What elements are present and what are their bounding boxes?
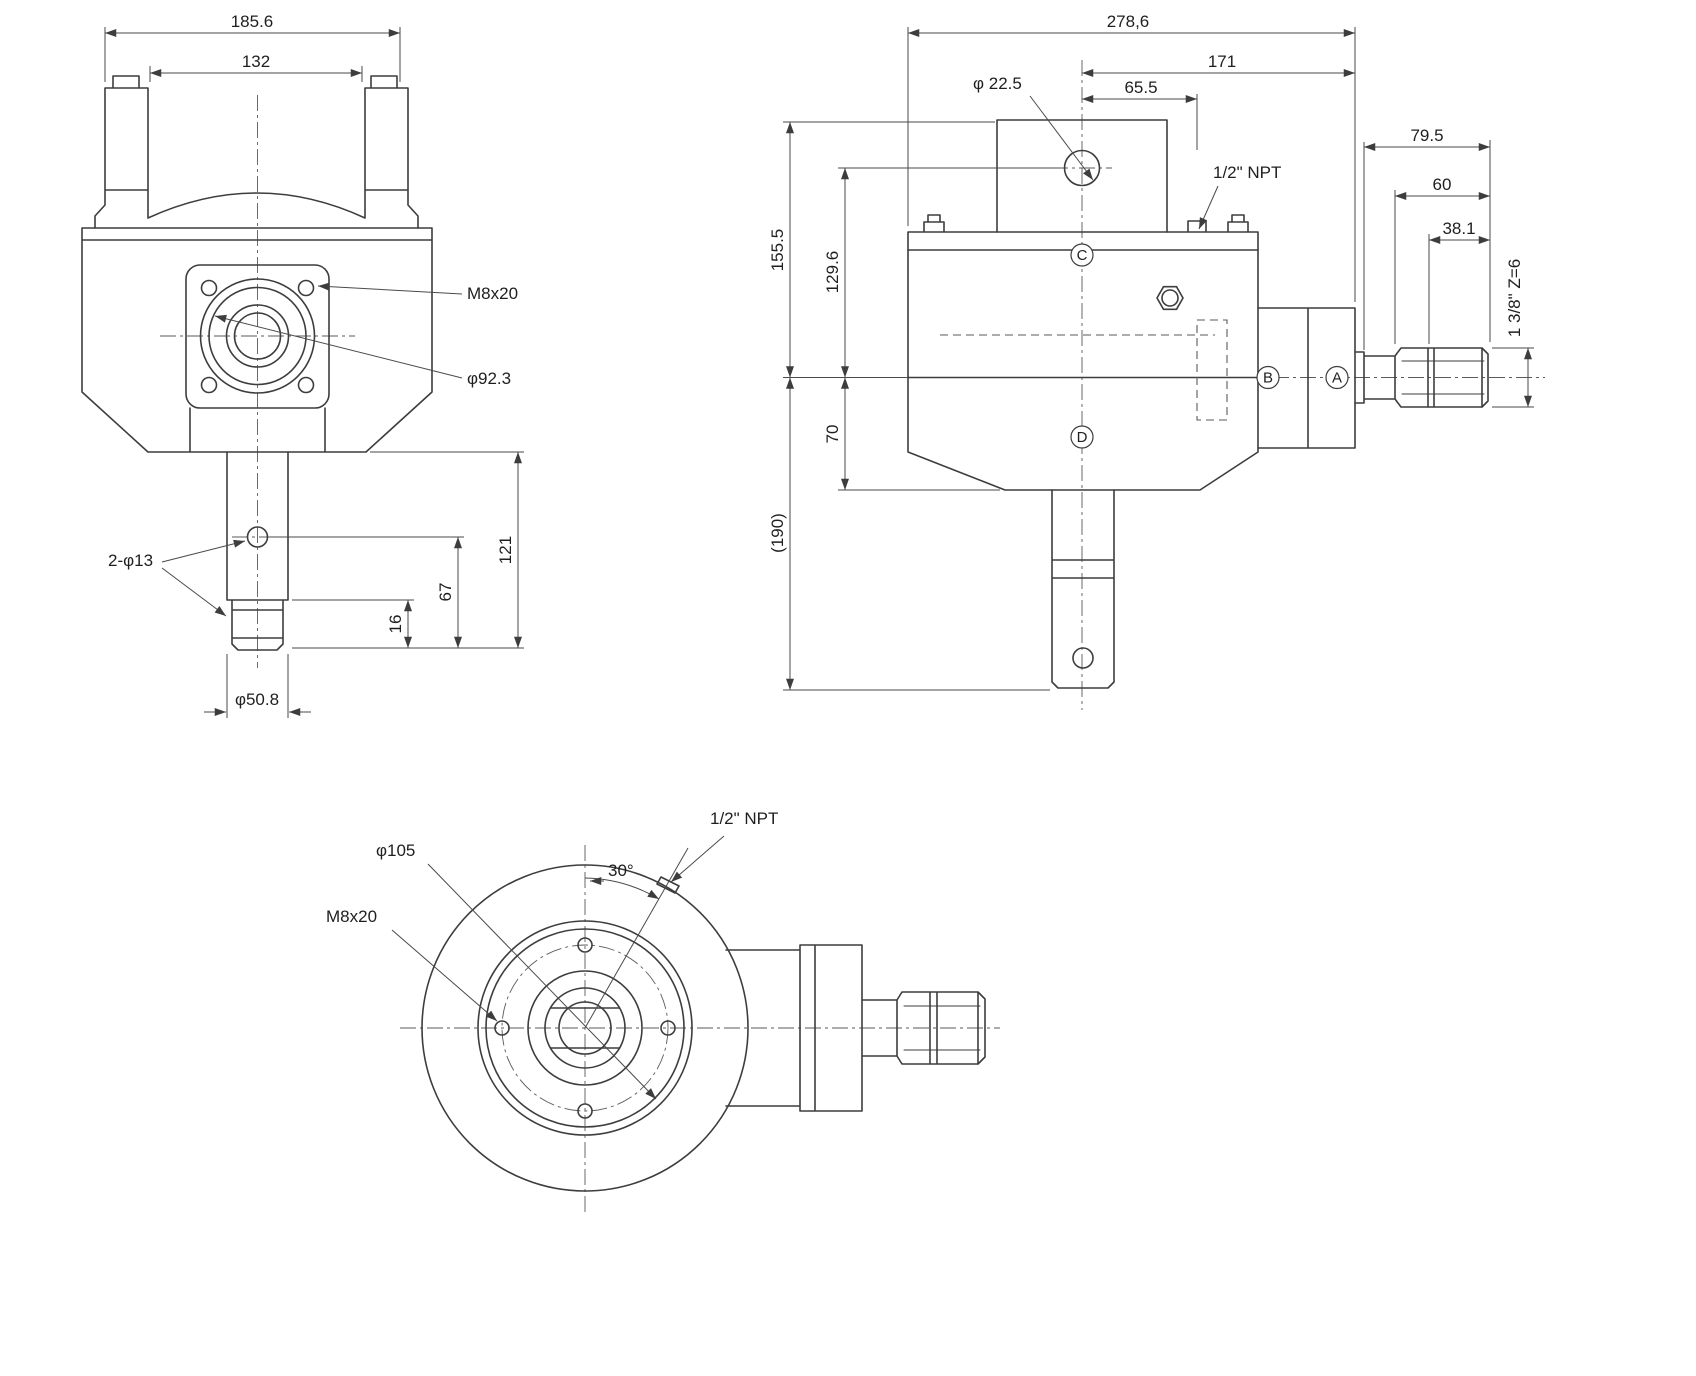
dim-side-155-5: 155.5 (768, 229, 787, 272)
front-flange (185, 264, 330, 409)
front-view: 185.6 132 M8x20 φ92.3 2-φ13 121 67 16 φ5… (81, 12, 524, 718)
bottom-spline-root-lines (903, 1005, 981, 1051)
side-view: C D B A 278,6 171 65.5 φ 22 (768, 12, 1545, 710)
point-label-c: C (1077, 247, 1088, 264)
front-bolt-hole (200, 279, 218, 297)
front-shaft-cross-hole (246, 526, 269, 548)
bottom-geometry (421, 864, 986, 1192)
front-hub-circles (199, 278, 316, 394)
bottom-bolt-hole (494, 1020, 510, 1036)
label-bottom-bolt: M8x20 (326, 907, 377, 926)
side-top-hole (1063, 149, 1101, 187)
side-body (907, 249, 1259, 491)
dim-front-overall-width: 185.6 (231, 12, 274, 31)
front-geometry (81, 75, 433, 651)
label-front-holes: 2-φ13 (108, 551, 153, 570)
side-input-housing (996, 119, 1168, 233)
dim-front-spline-length: 16 (386, 615, 405, 634)
point-marker-d (1070, 425, 1094, 449)
label-bottom-flange-dia: φ105 (376, 841, 415, 860)
front-centerlines (160, 95, 355, 668)
dim-side-65-5: 65.5 (1124, 78, 1157, 97)
dim-side-171: 171 (1208, 52, 1236, 71)
label-front-flange-dia: φ92.3 (467, 369, 511, 388)
point-marker-c (1070, 243, 1094, 267)
bottom-bolt-hole (577, 937, 593, 953)
dim-side-70: 70 (823, 425, 842, 444)
dim-front-inner-width: 132 (242, 52, 270, 71)
dim-side-129-6: 129.6 (823, 251, 842, 294)
dim-front-hole-position: 67 (436, 583, 455, 602)
bottom-shaft (861, 991, 986, 1065)
point-label-d: D (1077, 429, 1088, 446)
bottom-spline-chords (549, 1007, 621, 1049)
point-label-b: B (1263, 370, 1273, 387)
front-extension-lines (104, 27, 524, 718)
side-shaft-cross-hole (1072, 647, 1094, 669)
front-ears (94, 75, 419, 229)
bottom-dimensions: φ105 M8x20 1/2" NPT 30° (326, 809, 778, 1100)
bottom-angle-ray (584, 847, 689, 1029)
bottom-bolt-circle (501, 944, 669, 1112)
dim-side-79-5: 79.5 (1410, 126, 1443, 145)
label-bottom-npt: 1/2" NPT (710, 809, 778, 828)
bottom-npt-plug (656, 876, 680, 894)
point-marker-b (1256, 365, 1280, 390)
bottom-housing-circle (421, 864, 749, 1192)
side-extension-lines (783, 27, 1534, 691)
side-bearing-block (1257, 307, 1356, 449)
bottom-flange-circle-outer (477, 920, 693, 1136)
side-input-shaft (1354, 347, 1489, 408)
dim-side-overall-width: 278,6 (1107, 12, 1150, 31)
side-point-labels: C D B A (1070, 243, 1349, 449)
front-bolt-hole (297, 376, 315, 394)
point-marker-a (1325, 365, 1349, 390)
bottom-bracket (725, 944, 863, 1112)
front-bolt-hole (297, 279, 315, 297)
bottom-hub-circle (527, 970, 643, 1086)
bottom-bolt-hole (577, 1103, 593, 1119)
bottom-bore-circle (558, 1001, 612, 1055)
side-output-shaft (1051, 489, 1115, 689)
side-hex-plug (1156, 285, 1184, 311)
label-side-spline-spec: 1 3/8" Z=6 (1505, 259, 1524, 337)
front-bolt-hole (200, 376, 218, 394)
dim-side-190: (190) (768, 513, 787, 553)
side-spline-root-lines (1401, 360, 1485, 395)
side-hidden-lines (940, 319, 1228, 421)
dim-bottom-angle: 30° (608, 861, 634, 880)
bottom-centerlines (400, 845, 1000, 1215)
side-hex-plug-circle (1161, 289, 1179, 307)
front-body (81, 227, 433, 453)
point-label-a: A (1332, 370, 1342, 387)
side-dimensions: 278,6 171 65.5 φ 22.5 1/2" NPT 79.5 60 3… (768, 12, 1534, 691)
bottom-view: φ105 M8x20 1/2" NPT 30° (326, 809, 1000, 1215)
front-output-shaft (226, 451, 289, 651)
dim-front-shaft-length: 121 (496, 536, 515, 564)
front-dimensions: 185.6 132 M8x20 φ92.3 2-φ13 121 67 16 φ5… (104, 12, 524, 718)
label-side-hole-dia: φ 22.5 (973, 74, 1022, 93)
dim-side-60: 60 (1433, 175, 1452, 194)
bottom-flange-circle-inner (485, 928, 685, 1128)
dim-side-38-1: 38.1 (1442, 219, 1475, 238)
dim-front-shaft-dia: φ50.8 (235, 690, 279, 709)
side-geometry (907, 119, 1489, 689)
label-front-bolt: M8x20 (467, 284, 518, 303)
side-centerlines (895, 60, 1545, 710)
label-side-npt: 1/2" NPT (1213, 163, 1281, 182)
bottom-shaft-circle (544, 987, 626, 1069)
bottom-bolt-hole (660, 1020, 676, 1036)
